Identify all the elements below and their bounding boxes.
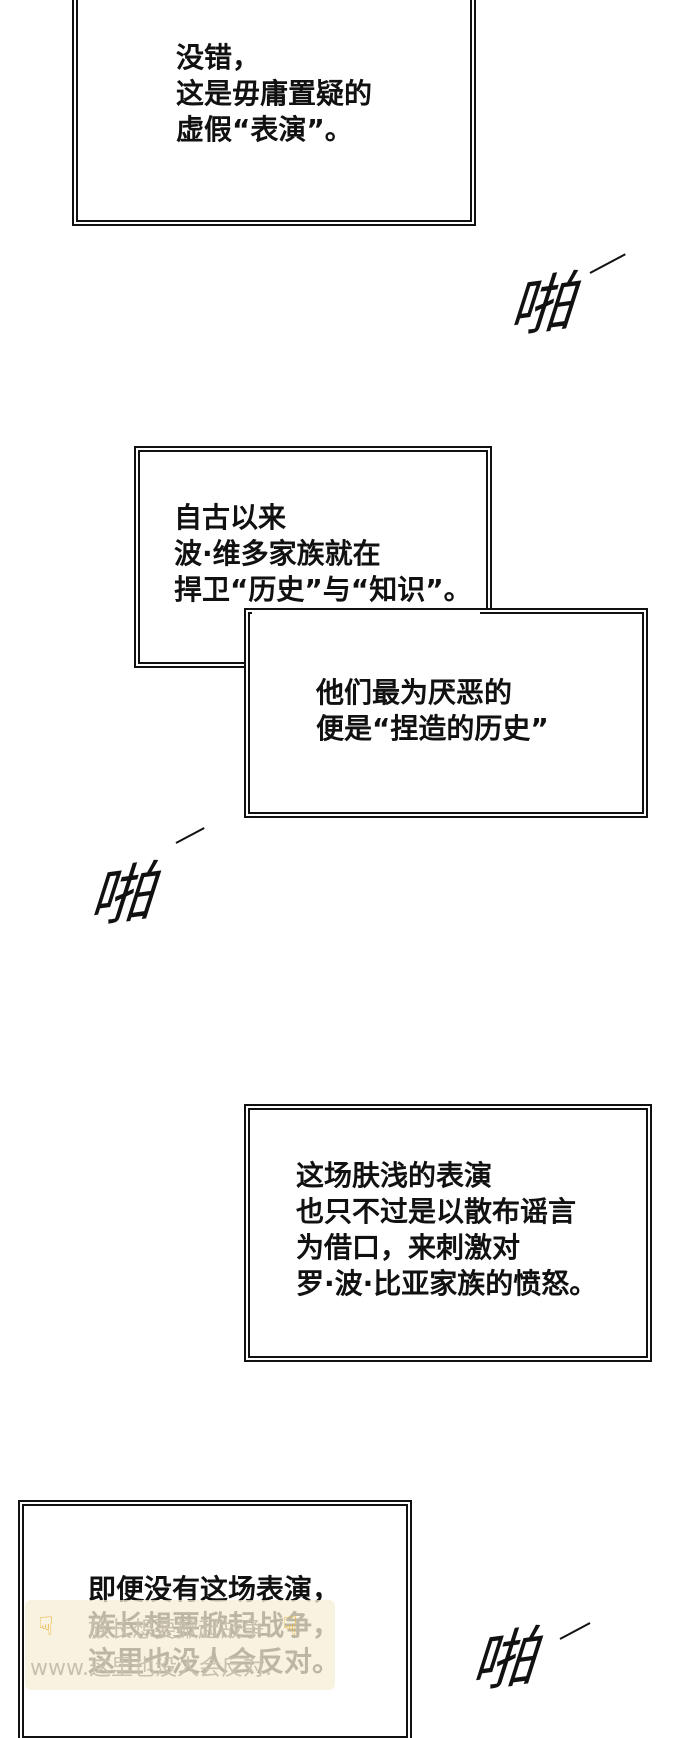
- sfx-pa-2: 啪: [86, 856, 151, 938]
- caption-box-3: [248, 1108, 648, 1358]
- watermark-line-1: 族长想要掀起战争: [88, 1618, 265, 1643]
- sfx-pa-1: 啪: [506, 266, 571, 348]
- caption-text-1: 没错， 这是毋庸置疑的 虚假“表演”。: [176, 41, 373, 146]
- sfx-pa-3: 啪: [468, 1621, 533, 1703]
- caption-text-2a: 自古以来 波·维多家族就在 捍卫“历史”与“知识”。: [174, 501, 472, 606]
- watermark-overlay: [25, 1600, 335, 1690]
- pointing-hand-icon-right: ☟: [282, 1612, 298, 1642]
- sfx-dash-2: [175, 827, 205, 844]
- caption-box-1: [76, 0, 472, 222]
- caption-box-2-joint: [252, 612, 480, 664]
- caption-text-3: 这场肤浅的表演 也只不过是以散布谣言 为借口，来刺激对 罗·波·比亚家族的愤怒。: [296, 1159, 598, 1300]
- sfx-dash-3: [559, 1622, 591, 1640]
- caption-text-2b: 他们最为厌恶的 便是“捏造的历史”: [316, 676, 549, 745]
- pointing-hand-icon-left: ☟: [38, 1612, 54, 1642]
- sfx-dash-1: [589, 253, 626, 274]
- watermark-line-2: www.这里也没人会反对.: [30, 1656, 272, 1681]
